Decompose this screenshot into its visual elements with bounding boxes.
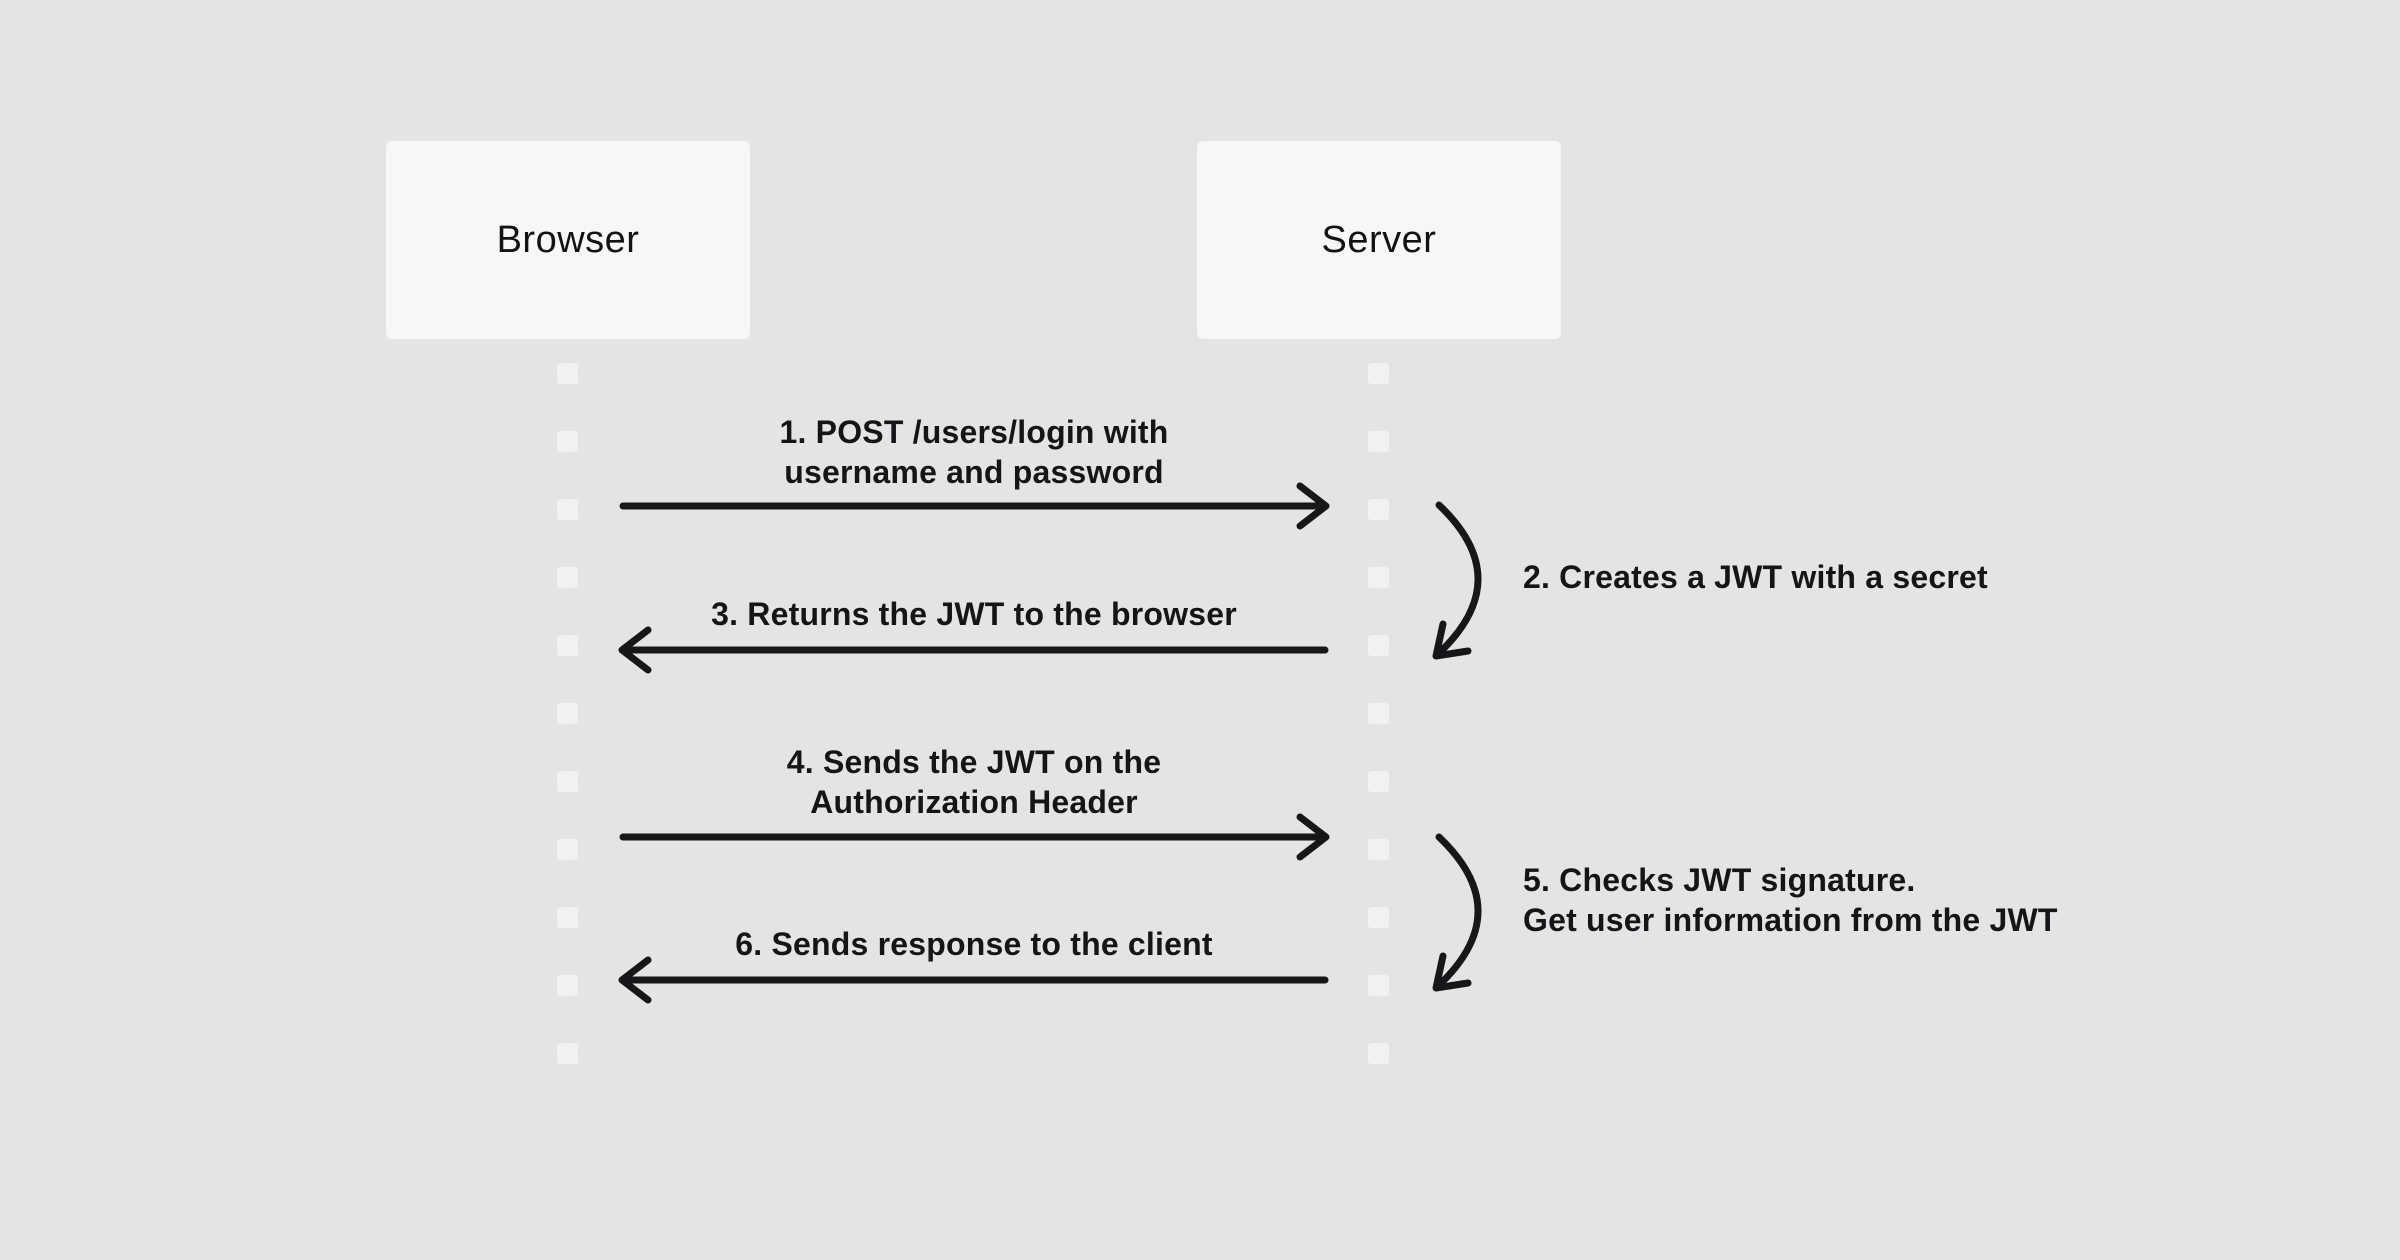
- message-1-label-line2: username and password: [784, 454, 1164, 490]
- lifeline-dash: [557, 975, 578, 996]
- message-3-arrow-left: [618, 626, 1329, 674]
- lifeline-dash: [1368, 499, 1389, 520]
- message-1-label-line1: 1. POST /users/login with: [779, 414, 1169, 450]
- message-4-label: 4. Sends the JWT on the Authorization He…: [622, 742, 1326, 822]
- message-6-label: 6. Sends response to the client: [622, 924, 1326, 964]
- message-4-label-line2: Authorization Header: [810, 784, 1138, 820]
- lifeline-dash: [1368, 567, 1389, 588]
- message-6-arrow-left: [618, 956, 1329, 1004]
- lifeline-server: [1368, 363, 1389, 1064]
- message-3-label: 3. Returns the JWT to the browser: [622, 594, 1326, 634]
- lifeline-dash: [1368, 839, 1389, 860]
- lifeline-dash: [1368, 975, 1389, 996]
- lifeline-dash: [557, 635, 578, 656]
- message-4-label-line1: 4. Sends the JWT on the: [786, 744, 1162, 780]
- lifeline-dash: [1368, 771, 1389, 792]
- message-1-arrow-right: [619, 482, 1330, 530]
- actor-box-server: Server: [1197, 141, 1561, 339]
- message-5-label-line2: Get user information from the JWT: [1523, 902, 2058, 938]
- lifeline-dash: [557, 907, 578, 928]
- message-2-self-loop-arrow: [1432, 501, 1482, 660]
- actor-box-browser: Browser: [386, 141, 750, 339]
- lifeline-dash: [557, 1043, 578, 1064]
- lifeline-dash: [557, 703, 578, 724]
- lifeline-dash: [1368, 635, 1389, 656]
- lifeline-dash: [1368, 1043, 1389, 1064]
- message-4-arrow-right: [619, 813, 1330, 861]
- message-5-label: 5. Checks JWT signature. Get user inform…: [1523, 860, 2058, 940]
- message-5-label-line1: 5. Checks JWT signature.: [1523, 862, 1916, 898]
- lifeline-dash: [1368, 703, 1389, 724]
- message-2-label: 2. Creates a JWT with a secret: [1523, 557, 1988, 597]
- lifeline-dash: [557, 431, 578, 452]
- message-1-label: 1. POST /users/login with username and p…: [622, 412, 1326, 492]
- message-5-self-loop-arrow: [1432, 833, 1482, 992]
- lifeline-dash: [1368, 907, 1389, 928]
- message-2-label-line1: 2. Creates a JWT with a secret: [1523, 559, 1988, 595]
- lifeline-dash: [1368, 363, 1389, 384]
- lifeline-browser: [557, 363, 578, 1064]
- lifeline-dash: [1368, 431, 1389, 452]
- message-6-label-line1: 6. Sends response to the client: [735, 926, 1213, 962]
- lifeline-dash: [557, 771, 578, 792]
- lifeline-dash: [557, 363, 578, 384]
- lifeline-dash: [557, 839, 578, 860]
- actor-label-browser: Browser: [496, 218, 640, 261]
- lifeline-dash: [557, 499, 578, 520]
- lifeline-dash: [557, 567, 578, 588]
- actor-label-server: Server: [1321, 218, 1437, 261]
- message-3-label-line1: 3. Returns the JWT to the browser: [711, 596, 1237, 632]
